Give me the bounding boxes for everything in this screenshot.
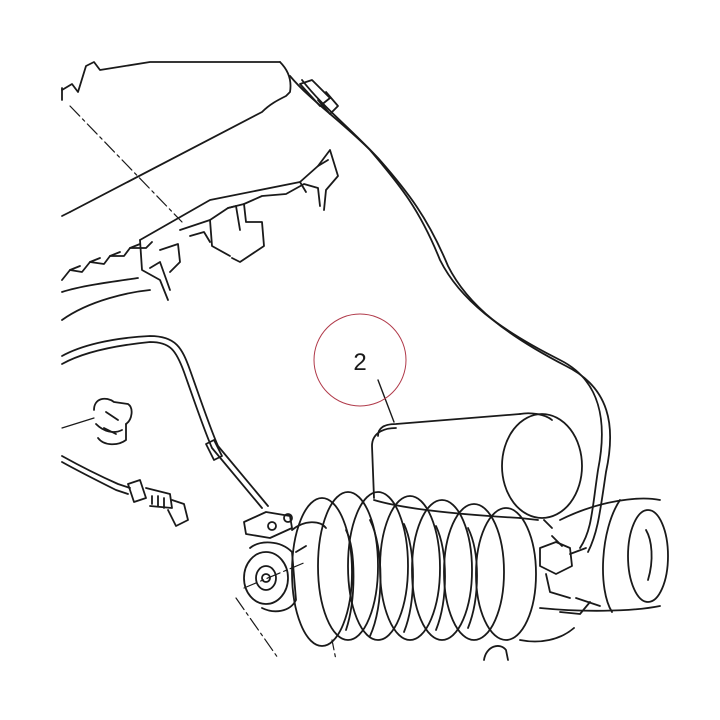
callout-2-bubble: 2	[313, 313, 407, 407]
sensor-bracket	[243, 511, 293, 539]
centerline-shock-axis	[243, 561, 307, 589]
sensor-cable	[61, 335, 269, 509]
clip-leader-line	[61, 417, 95, 429]
lower-bolt-stub	[483, 645, 509, 661]
mounting-bracket	[139, 149, 339, 301]
hose-fitting-banjo	[539, 519, 587, 599]
speed-sensor-connector	[61, 455, 189, 527]
shock-lower-eye	[243, 521, 327, 613]
callout-leader-line	[377, 379, 395, 423]
cable-clip	[93, 397, 133, 446]
reservoir-hose	[289, 75, 612, 553]
centerline-lower	[235, 597, 279, 659]
callout-2-label: 2	[353, 349, 366, 376]
centerline-vertical	[331, 639, 337, 661]
subframe-outline	[61, 61, 292, 321]
centerline-upper	[69, 105, 183, 223]
coil-spring	[291, 491, 537, 647]
shock-absorber-body	[519, 497, 669, 643]
